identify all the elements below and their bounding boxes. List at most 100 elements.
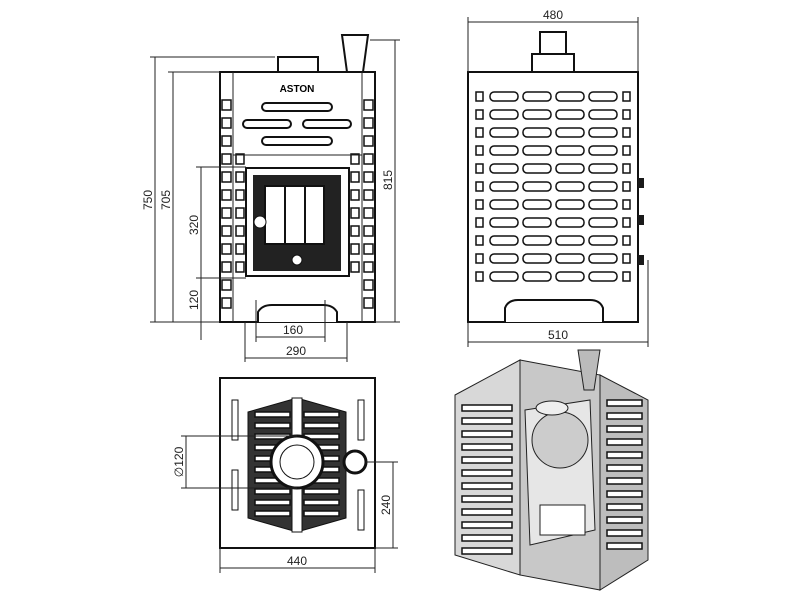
chimney-pipe	[340, 34, 370, 73]
slot	[254, 510, 291, 517]
slot	[221, 297, 232, 309]
slot	[254, 411, 291, 418]
slot	[350, 225, 360, 237]
slot	[522, 235, 552, 246]
slot	[363, 261, 374, 273]
slot	[221, 243, 232, 255]
side-slots	[221, 99, 374, 309]
slot	[363, 297, 374, 309]
slot	[522, 271, 552, 282]
dim-440: 440	[287, 554, 307, 568]
slot	[235, 189, 245, 201]
slot	[461, 417, 513, 425]
slot	[235, 171, 245, 183]
slot	[350, 207, 360, 219]
slot	[622, 235, 631, 246]
slot	[606, 516, 643, 524]
slot	[606, 464, 643, 472]
slot	[303, 499, 340, 506]
slot	[622, 91, 631, 102]
side-view: 480 510	[467, 8, 649, 347]
slot	[254, 422, 291, 429]
slot	[489, 199, 519, 210]
top-vents	[242, 102, 352, 146]
slot	[522, 127, 552, 138]
slot	[363, 225, 374, 237]
slot	[555, 199, 585, 210]
slot	[522, 181, 552, 192]
dim-320: 320	[187, 215, 201, 235]
slot	[622, 109, 631, 120]
chimney-outlet-icon	[342, 449, 368, 475]
slot	[522, 109, 552, 120]
slot	[489, 217, 519, 228]
door-handle-icon	[253, 215, 267, 229]
slot	[489, 163, 519, 174]
slot	[303, 422, 340, 429]
slot	[461, 456, 513, 464]
chimney-pipe	[577, 349, 601, 391]
slot	[475, 181, 484, 192]
slot	[606, 451, 643, 459]
slot	[350, 171, 360, 183]
slot	[254, 488, 291, 495]
top-view: ∅120 240 440	[172, 377, 398, 573]
slot	[303, 510, 340, 517]
slot	[622, 217, 631, 228]
slot	[622, 127, 631, 138]
slot	[254, 499, 291, 506]
slot	[606, 438, 643, 446]
slot	[622, 199, 631, 210]
slot	[235, 153, 245, 165]
cutaway-3d-view	[454, 349, 649, 591]
slot	[606, 477, 643, 485]
slot	[522, 199, 552, 210]
flue-collar	[277, 56, 319, 73]
slot	[235, 225, 245, 237]
slot	[461, 443, 513, 451]
slot	[350, 243, 360, 255]
slot	[588, 235, 618, 246]
air-vent-icon	[291, 254, 303, 266]
slot	[606, 490, 643, 498]
slot	[555, 217, 585, 228]
slot	[221, 261, 232, 273]
front-view: ASTON	[219, 34, 376, 323]
slot	[489, 253, 519, 264]
slot	[461, 547, 513, 555]
door-glass	[264, 185, 325, 245]
slot	[522, 91, 552, 102]
slot	[555, 271, 585, 282]
dim-750: 750	[141, 190, 155, 210]
base-opening	[257, 304, 338, 322]
dim-480: 480	[543, 8, 563, 22]
brand-logo: ASTON	[280, 84, 315, 95]
slot	[489, 271, 519, 282]
slot	[588, 181, 618, 192]
slot	[555, 145, 585, 156]
dim-510: 510	[548, 328, 568, 342]
slot	[622, 145, 631, 156]
slot	[461, 495, 513, 503]
slot	[461, 521, 513, 529]
slot	[475, 91, 484, 102]
slot	[363, 135, 374, 147]
dim-flue-diameter: ∅120	[172, 446, 186, 477]
slot	[588, 163, 618, 174]
slot	[622, 253, 631, 264]
slot	[606, 542, 643, 550]
slot	[221, 189, 232, 201]
slot	[235, 207, 245, 219]
slot	[555, 163, 585, 174]
slot	[588, 145, 618, 156]
slot	[475, 163, 484, 174]
slot	[622, 163, 631, 174]
slot	[350, 261, 360, 273]
slot	[588, 109, 618, 120]
dim-160: 160	[283, 323, 303, 337]
slot	[622, 271, 631, 282]
slot	[555, 127, 585, 138]
slot	[588, 91, 618, 102]
side-grille	[475, 91, 631, 282]
